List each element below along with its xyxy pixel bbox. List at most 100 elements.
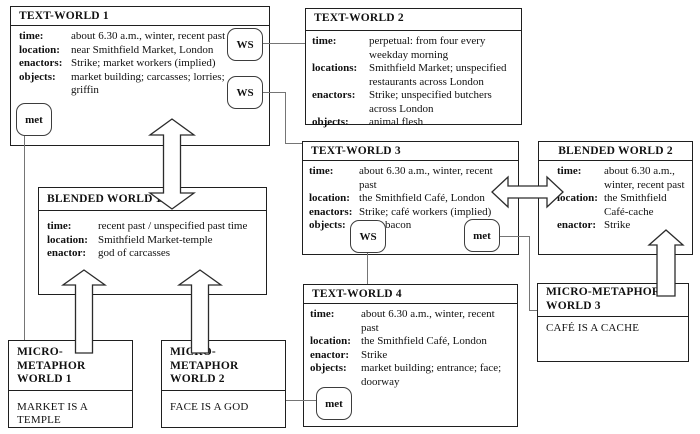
connector-met3-h1 — [499, 236, 530, 238]
field-row: location: Smithfield Market-temple — [47, 234, 260, 248]
field-value: about 6.30 a.m., winter, recent past — [359, 165, 493, 191]
micro-metaphor-world-2-box: MICRO-METAPHOR WORLD 2 FACE IS A GOD — [161, 340, 286, 428]
field-row: time: recent past / unspecified past time — [47, 220, 260, 234]
field-label: objects: — [312, 116, 349, 128]
field-value: perpetual: from four every weekday morni… — [369, 35, 486, 61]
text-world-4-body: time: about 6.30 a.m., winter, recent pas… — [304, 304, 517, 389]
field-value: near Smithfield Market, London — [71, 43, 214, 56]
micro-metaphor-world-2-body: FACE IS A GOD — [170, 400, 249, 413]
blended-world-1-title: BLENDED WORLD 1 — [39, 188, 266, 211]
micro-metaphor-world-1-title: MICRO-METAPHOR WORLD 1 — [9, 341, 132, 391]
field-value: Strike — [604, 219, 631, 231]
field-row: time: perpetual: from four every weekday … — [312, 35, 515, 62]
field-label: time: — [19, 30, 44, 42]
blended-world-1-box: BLENDED WORLD 1 time: recent past / unspe… — [38, 187, 267, 295]
title-line-2: WORLD 3 — [546, 299, 601, 312]
field-value: the Smithfield Café-cache — [604, 192, 667, 218]
text-world-3-body: time: about 6.30 a.m., winter, recent pas… — [303, 161, 518, 233]
connector-micro-world-2-to-met4 — [286, 400, 316, 402]
blended-world-2-body: time: about 6.30 a.m., winter, recent pas… — [539, 161, 692, 233]
text-world-2-box: TEXT-WORLD 2 time: perpetual: from four e… — [305, 8, 522, 128]
field-value: Strike — [361, 348, 388, 361]
field-row: time:about 6.30 a.m., winter, recent pas… — [19, 30, 263, 44]
field-value: market building; carcasses; lorries; gri… — [71, 70, 225, 97]
field-row: location: the Smithfield Café-cache — [557, 192, 686, 219]
title-line-2: WORLD 1 — [17, 373, 72, 385]
field-row: enactor: god of carcasses — [47, 247, 260, 261]
title-line-1: MICRO-METAPHOR — [17, 346, 86, 372]
field-label: objects: — [310, 362, 347, 374]
field-row: enactor: Strike — [310, 349, 511, 363]
blended-world-1-body: time: recent past / unspecified past time… — [39, 211, 266, 261]
connector-ws2-to-text-world-3 — [285, 143, 302, 145]
field-label: time: — [47, 220, 72, 232]
field-label: location: — [47, 233, 88, 246]
field-row: time: about 6.30 a.m., winter, recent pas… — [309, 165, 512, 192]
text-world-3-title: TEXT-WORLD 3 — [303, 142, 518, 161]
field-value: about 6.30 a.m., winter, recent past — [604, 165, 685, 191]
field-value: animal flesh — [369, 116, 424, 128]
field-label: time: — [312, 35, 337, 47]
micro-metaphor-world-3-body: CAFÉ IS A CACHE — [546, 322, 640, 334]
field-label: time: — [557, 165, 582, 177]
field-row: enactors:Strike; café workers (implied) — [309, 206, 512, 220]
field-label: enactors: — [19, 57, 63, 69]
text-world-1-box: TEXT-WORLD 1 time:about 6.30 a.m., winte… — [10, 6, 270, 146]
text-world-4-title: TEXT-WORLD 4 — [304, 285, 517, 304]
field-row: location: the Smithfield Café, London — [309, 192, 512, 206]
blended-world-2-box: BLENDED WORLD 2 time: about 6.30 a.m., wi… — [538, 141, 693, 255]
connector-met3-v — [529, 236, 531, 311]
field-value: god of carcasses — [98, 247, 171, 259]
field-value: Strike; unspecified butchers across Lond… — [369, 89, 492, 115]
field-value: recent past / unspecified past time — [98, 220, 248, 232]
title-line-1: MICRO-METAPHOR — [170, 346, 239, 372]
field-value: about 6.30 a.m., winter, recent past — [361, 308, 495, 334]
metaphor-chip-text-world-1: met — [16, 103, 52, 136]
world-switch-chip-1: WS — [227, 28, 263, 61]
field-value: Strike; café workers (implied) — [359, 205, 492, 218]
field-value: the Smithfield Café, London — [359, 192, 485, 204]
field-row: enactors:Strike; unspecified butchers ac… — [312, 89, 515, 116]
world-switch-chip-3: WS — [350, 220, 386, 253]
field-row: locations:Smithfield Market; unspecified… — [312, 62, 515, 89]
field-row: location: the Smithfield Café, London — [310, 335, 511, 349]
field-label: location: — [557, 192, 598, 204]
blended-world-2-title: BLENDED WORLD 2 — [539, 142, 692, 161]
connector-met1-to-micro-world-1 — [24, 136, 26, 340]
field-row: enactors:Strike; market workers (implied… — [19, 57, 263, 71]
text-world-2-body: time: perpetual: from four every weekday … — [306, 31, 521, 130]
field-row: enactor:Strike — [557, 219, 686, 233]
text-world-1-title: TEXT-WORLD 1 — [11, 7, 269, 26]
title-line-2: WORLD 2 — [170, 373, 225, 385]
micro-metaphor-world-1-body: MARKET IS A TEMPLE — [17, 400, 88, 427]
micro-metaphor-world-2-title: MICRO-METAPHOR WORLD 2 — [162, 341, 285, 391]
connector-ws2-v — [285, 92, 287, 144]
field-row: objects: market building; carcasses; lorr… — [19, 71, 263, 98]
field-label: time: — [310, 308, 335, 320]
field-row: time: about 6.30 a.m., winter, recent pas… — [310, 308, 511, 335]
connector-ws2-h1 — [263, 92, 286, 94]
field-label: location: — [310, 335, 351, 347]
field-label: objects: — [309, 219, 346, 231]
field-row: objects: market building; entrance; face;… — [310, 362, 511, 389]
field-label: enactor: — [47, 247, 87, 259]
field-label: location: — [19, 43, 60, 56]
field-value: Smithfield Market-temple — [98, 233, 213, 246]
field-row: location: near Smithfield Market, London — [19, 44, 263, 58]
field-label: time: — [309, 165, 334, 177]
connector-met3-to-micro-world-3 — [529, 310, 537, 312]
connector-ws3-to-text-world-4 — [367, 253, 369, 284]
text-world-2-title: TEXT-WORLD 2 — [306, 9, 521, 31]
field-label: objects: — [19, 70, 56, 83]
field-label: locations: — [312, 62, 358, 74]
field-value: the Smithfield Café, London — [361, 335, 487, 347]
text-world-1-body: time:about 6.30 a.m., winter, recent pas… — [11, 26, 269, 98]
field-row: time: about 6.30 a.m., winter, recent pas… — [557, 165, 686, 192]
field-label: location: — [309, 192, 350, 204]
connector-ws1-to-text-world-2 — [263, 43, 305, 45]
metaphor-chip-text-world-3: met — [464, 219, 500, 252]
world-switch-chip-2: WS — [227, 76, 263, 109]
field-label: enactor: — [310, 348, 350, 361]
field-value: market building; entrance; face; doorway — [361, 362, 502, 388]
